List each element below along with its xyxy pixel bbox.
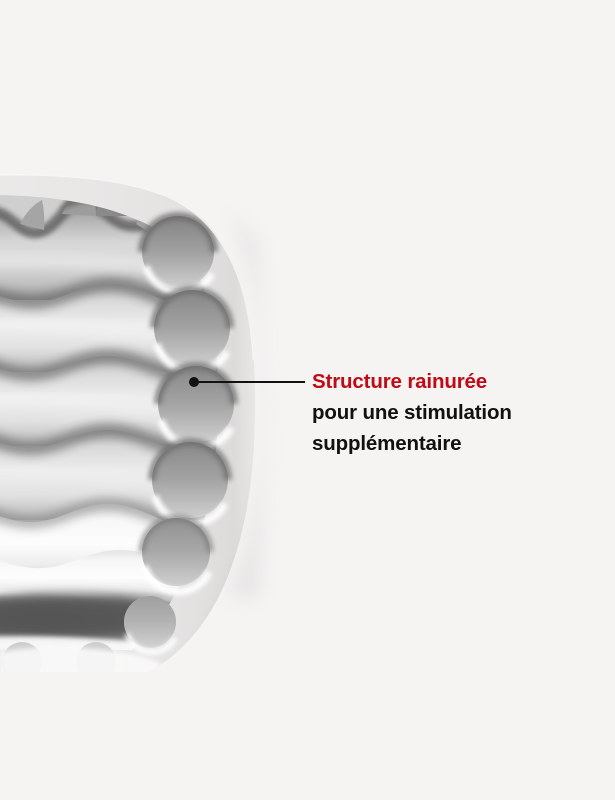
product-illustration [0, 174, 266, 673]
bottom-lip-notches [0, 642, 160, 673]
scallop-notch-2 [150, 285, 234, 376]
scallop-notch-5 [138, 514, 214, 596]
callout-title: Structure rainurée [312, 370, 488, 393]
scallop-notch-6 [124, 596, 178, 656]
scallop-notch-1 [138, 211, 218, 296]
scallop-notch-3-callout-target [154, 361, 238, 452]
callout-body-line-2: supplémentaire [312, 432, 462, 455]
scallop-notch-4 [148, 437, 232, 528]
product-cross-section-graphic [0, 174, 266, 673]
callout-body-line-1: pour une stimulation [312, 401, 512, 424]
rim-ambient-shadow [226, 210, 266, 598]
callout-text-block: Structure rainurée pour une stimulation … [312, 366, 602, 459]
